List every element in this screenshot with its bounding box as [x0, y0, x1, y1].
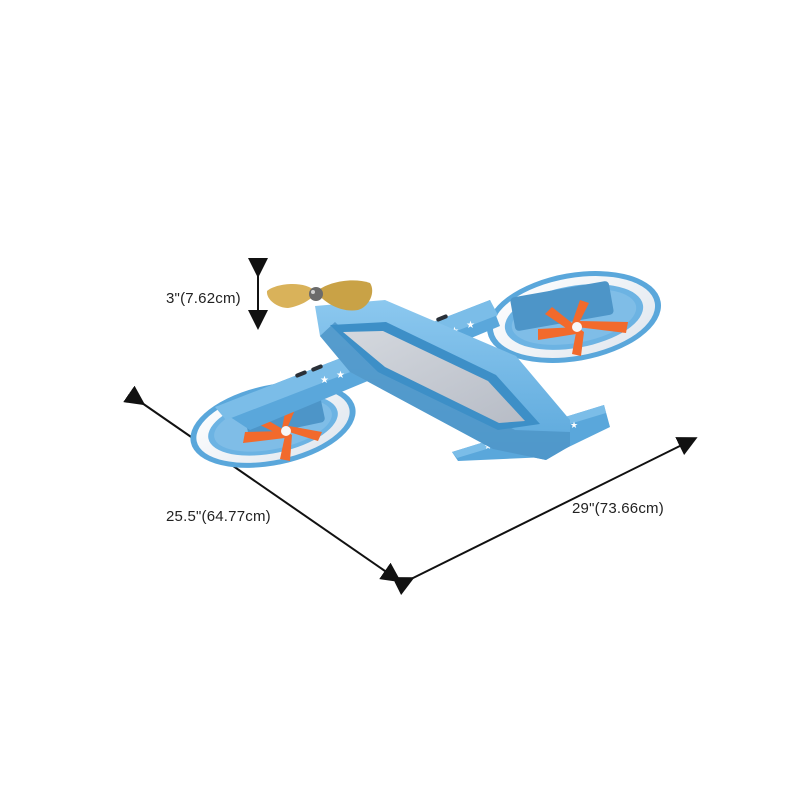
right-engine: [487, 271, 661, 363]
depth-dimension-arrow: [123, 385, 402, 583]
depth-dimension-label: 25.5"(64.77cm): [166, 508, 271, 525]
height-dimension-label: 3"(7.62cm): [166, 290, 241, 307]
right-propeller: [538, 300, 628, 356]
light-panel: [343, 331, 525, 423]
nose-propeller: [266, 280, 373, 311]
width-dimension-arrow: [392, 437, 698, 596]
svg-text:★: ★: [336, 370, 345, 381]
width-dimension-label: 29"(73.66cm): [572, 500, 664, 517]
svg-text:★: ★: [570, 421, 578, 431]
left-propeller: [243, 403, 322, 461]
fuselage: [315, 300, 570, 460]
svg-text:★: ★: [466, 320, 475, 331]
svg-text:★: ★: [320, 375, 329, 386]
svg-text:★: ★: [484, 442, 492, 452]
